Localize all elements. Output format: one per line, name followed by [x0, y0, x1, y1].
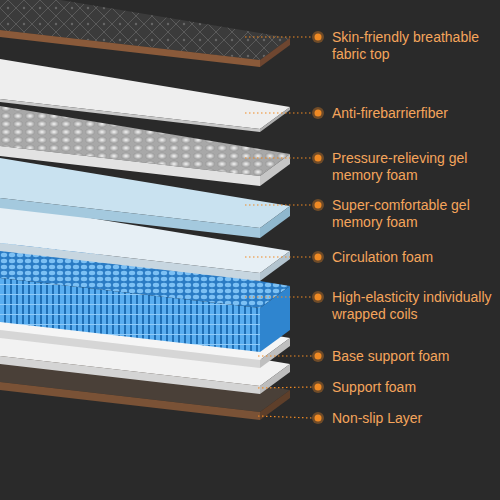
leader-line	[258, 355, 312, 356]
layer-front	[0, 30, 260, 67]
callout-dot	[315, 254, 322, 261]
callout-label: Pressure-relieving gel memory foam	[332, 150, 496, 184]
dot-halo	[312, 291, 324, 303]
callout-label: Circulation foam	[332, 249, 496, 266]
callout-dot	[315, 415, 322, 422]
layer-side	[260, 154, 290, 186]
callout-label: Skin-friendly breathable fabric top	[332, 29, 496, 63]
layer-side	[260, 390, 290, 420]
callout-dot	[315, 294, 322, 301]
callout-label: Super-comfortable gel memory foam	[332, 197, 496, 231]
dot-halo	[312, 381, 324, 393]
leader-line	[245, 296, 312, 297]
layer-front	[0, 243, 260, 281]
dot-halo	[312, 350, 324, 362]
leader-line	[258, 387, 312, 388]
callout-dot	[315, 34, 322, 41]
callout-dots	[312, 31, 324, 424]
callout-dot	[315, 384, 322, 391]
layer-front	[0, 278, 260, 352]
leader-line	[245, 204, 312, 205]
leader-line	[245, 36, 312, 37]
callout-label: Anti-firebarrierfiber	[332, 105, 496, 122]
callout-label: Base support foam	[332, 348, 496, 365]
layer-side	[260, 286, 290, 352]
layer-front	[0, 99, 260, 132]
callout-dot	[315, 155, 322, 162]
leader-line	[245, 256, 312, 257]
fire-barrier-layer	[0, 59, 290, 132]
layer-side	[260, 107, 290, 132]
callout-dot	[315, 353, 322, 360]
leader-line	[245, 157, 312, 158]
layer-side	[260, 206, 290, 238]
layer-front	[0, 198, 260, 238]
layer-front	[0, 146, 260, 186]
dot-halo	[312, 199, 324, 211]
callout-dot	[315, 202, 322, 209]
layer-side	[260, 364, 290, 394]
leader-lines	[245, 37, 312, 418]
dot-halo	[312, 152, 324, 164]
callout-label: Support foam	[332, 379, 496, 396]
callout-dot	[315, 110, 322, 117]
callout-label: Non-slip Layer	[332, 410, 496, 427]
layer-side	[260, 38, 290, 67]
dot-halo	[312, 412, 324, 424]
dot-halo	[312, 107, 324, 119]
dot-halo	[312, 31, 324, 43]
leader-line	[245, 112, 312, 113]
leader-line	[258, 416, 312, 418]
fabric-top-layer	[0, 0, 290, 67]
dot-halo	[312, 251, 324, 263]
callout-label: High-elasticity individually wrapped coi…	[332, 289, 496, 323]
layer-side	[260, 251, 290, 281]
